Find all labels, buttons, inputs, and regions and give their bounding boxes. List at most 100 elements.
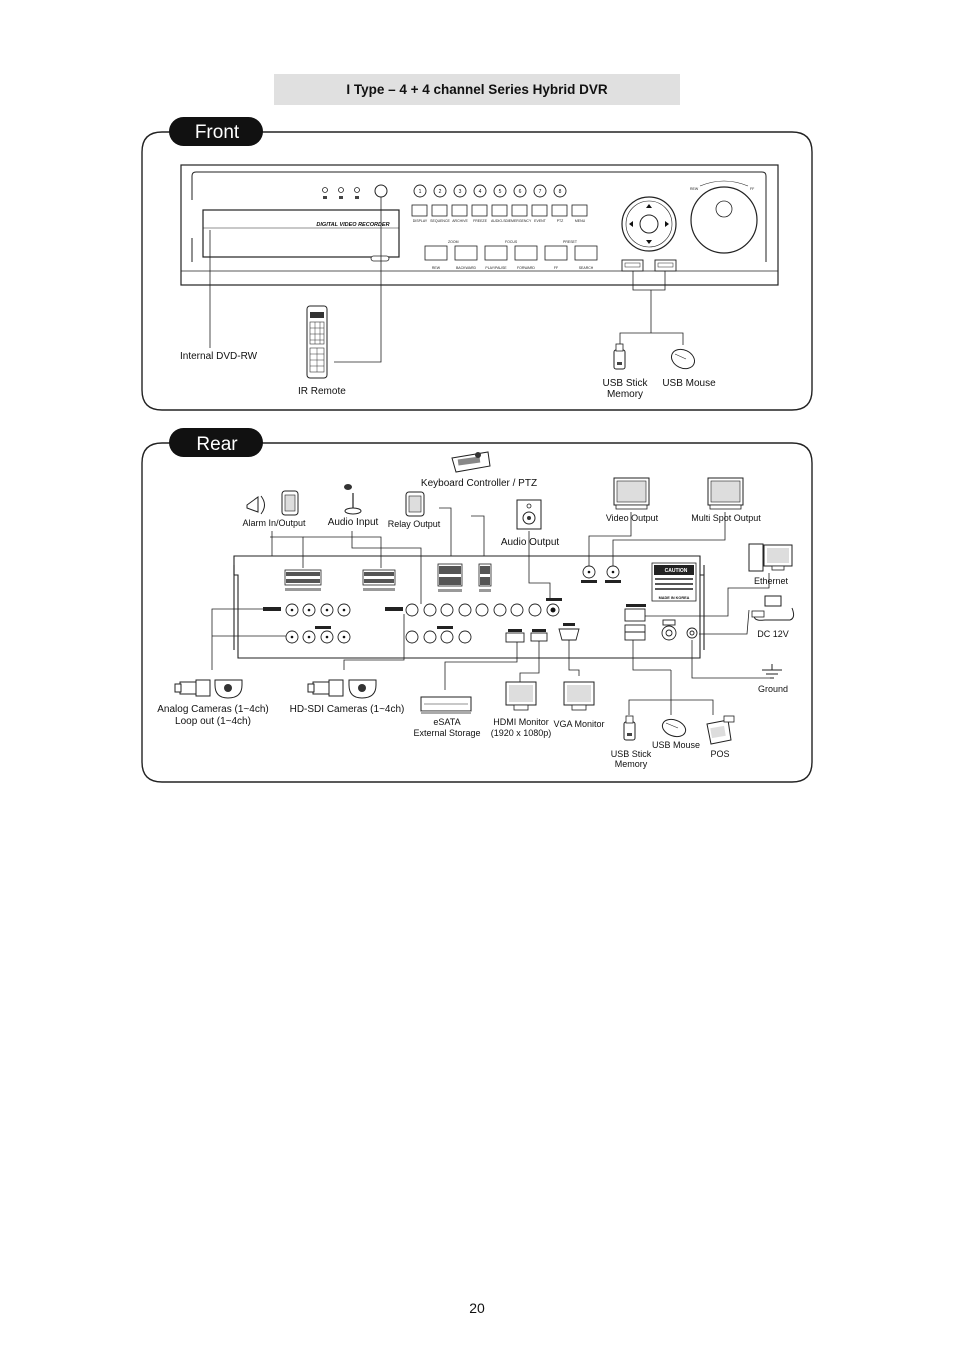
rear-section-label: Rear (196, 434, 238, 455)
svg-text:4: 4 (479, 189, 482, 195)
esata-storage-icon (420, 696, 472, 714)
btn-ptz-label: PTZ (557, 219, 564, 223)
data-ports (505, 608, 698, 643)
dc-adapter-icon (751, 595, 795, 621)
rear-usb-stick-label: USB Stick (611, 749, 652, 759)
ir-receiver (374, 184, 388, 198)
svg-text:2: 2 (439, 189, 442, 195)
btn-archive-label: ARCHIVE (452, 219, 468, 223)
svg-text:8: 8 (559, 189, 562, 195)
rear-section: Rear (141, 428, 813, 783)
front-leader-lines (209, 197, 684, 363)
microphone-icon (344, 484, 362, 515)
audio-input-label: Audio Input (328, 517, 379, 528)
ground-icon (762, 664, 782, 679)
spot-output-label: Multi Spot Output (691, 513, 761, 523)
loop-out-label: Loop out (1~4ch) (175, 716, 251, 727)
rear-usb-mouse-label: USB Mouse (652, 740, 700, 750)
btn-forward-label: FORWARD (517, 266, 535, 270)
hdsdi-camera-icon (307, 679, 377, 699)
terminal-blocks (284, 563, 492, 592)
ir-remote-label: IR Remote (298, 386, 346, 397)
svg-text:3: 3 (459, 189, 462, 195)
btn-ff-label: FF (554, 266, 558, 270)
usb-stick-icon (613, 343, 626, 370)
btn-sequence-label: SEQUENCE (430, 219, 450, 223)
external-storage-label: External Storage (413, 728, 480, 738)
status-leds (322, 184, 388, 199)
btn-search-label: SEARCH (579, 266, 594, 270)
rear-section-tab (169, 428, 263, 457)
btn-emergency-label: EMERGENCY (509, 219, 532, 223)
hdmi-resolution-label: (1920 x 1080p) (491, 728, 552, 738)
video-output-monitor-icon (613, 477, 650, 510)
jog-ff-label: FF (750, 187, 754, 191)
btn-play-pause-label: PLAY/PAUSE (485, 266, 507, 270)
pos-label: POS (710, 749, 729, 759)
btn-backward-label: BACKWARD (456, 266, 477, 270)
focus-label: FOCUS (505, 240, 518, 244)
ir-remote-icon (306, 305, 328, 379)
usb-mouse-icon (670, 348, 696, 370)
device-text: DIGITAL VIDEO RECORDER (316, 222, 389, 228)
hdmi-monitor-label: HDMI Monitor (493, 717, 549, 727)
analog-camera-icon (174, 679, 243, 699)
spot-output-monitor-icon (707, 477, 744, 510)
dc-label: DC 12V (757, 629, 789, 639)
page-title: I Type – 4 + 4 channel Series Hybrid DVR (274, 74, 680, 105)
made-in-text: MADE IN KOREA (659, 596, 690, 600)
audio-output-label: Audio Output (501, 537, 560, 548)
usb-stick-label-2: Memory (607, 389, 643, 400)
analog-cameras-label: Analog Cameras (1~4ch) (157, 704, 268, 715)
ethernet-pc-icon (748, 543, 793, 572)
front-section-label: Front (195, 122, 240, 143)
btn-audio-sdi-label: AUDIO-SDI (491, 219, 509, 223)
dvr-rear-panel (233, 555, 705, 659)
hdsdi-cameras-label: HD-SDI Cameras (1~4ch) (290, 704, 405, 715)
keyboard-label: Keyboard Controller / PTZ (421, 478, 537, 489)
alarm-label: Alarm In/Output (242, 518, 306, 528)
caution-label: CAUTION MADE IN KOREA (651, 562, 697, 602)
svg-text:1: 1 (419, 189, 422, 195)
speaker-icon (516, 499, 542, 530)
preset-label: PRESET (563, 240, 578, 244)
dvd-label: Internal DVD-RW (180, 351, 258, 362)
function-buttons-row1: DISPLAY SEQUENCE ARCHIVE FREEZE AUDIO-SD… (411, 204, 588, 223)
caution-text: CAUTION (665, 568, 688, 574)
alarm-icon (246, 490, 299, 516)
relay-icon (405, 491, 425, 517)
usb-mouse-label: USB Mouse (662, 378, 716, 389)
jog-shuttle: REW FF (690, 180, 758, 254)
relay-label: Relay Output (388, 519, 441, 529)
front-section: Front DIGITAL VIDEO RECORDER (141, 117, 813, 411)
rear-usb-stick-icon (623, 715, 636, 741)
keyboard-controller-icon (451, 451, 491, 473)
ethernet-label: Ethernet (754, 576, 789, 586)
vga-monitor-icon (563, 681, 595, 711)
front-usb-ports (621, 259, 677, 272)
usb-stick-label: USB Stick (602, 378, 648, 389)
direction-pad (621, 196, 677, 252)
port-tags (263, 580, 646, 632)
svg-text:6: 6 (519, 189, 522, 195)
btn-event-label: EVENT (534, 219, 547, 223)
zoom-label: ZOOM (448, 240, 459, 244)
vga-monitor-label: VGA Monitor (553, 719, 604, 729)
function-buttons-row2: ZOOM FOCUS PRESET REW BACKWARD PLAY/PAUS… (424, 240, 598, 270)
rear-leader-lines (211, 507, 772, 715)
jog-rew-label: REW (690, 187, 699, 191)
dvd-tray: DIGITAL VIDEO RECORDER (202, 209, 400, 262)
pos-terminal-icon (706, 715, 735, 745)
rear-usb-memory-label: Memory (615, 759, 648, 769)
page-number: 20 (469, 1300, 485, 1316)
video-output-label: Video Output (606, 513, 659, 523)
btn-display-label: DISPLAY (413, 219, 428, 223)
rear-usb-mouse-icon (661, 718, 687, 738)
btn-freeze-label: FREEZE (473, 219, 487, 223)
btn-menu-label: MENU (575, 219, 586, 223)
channel-buttons: 1 2 3 4 5 6 7 8 (413, 184, 567, 198)
svg-text:5: 5 (499, 189, 502, 195)
front-section-tab (169, 117, 263, 146)
btn-rew-label: REW (432, 266, 441, 270)
